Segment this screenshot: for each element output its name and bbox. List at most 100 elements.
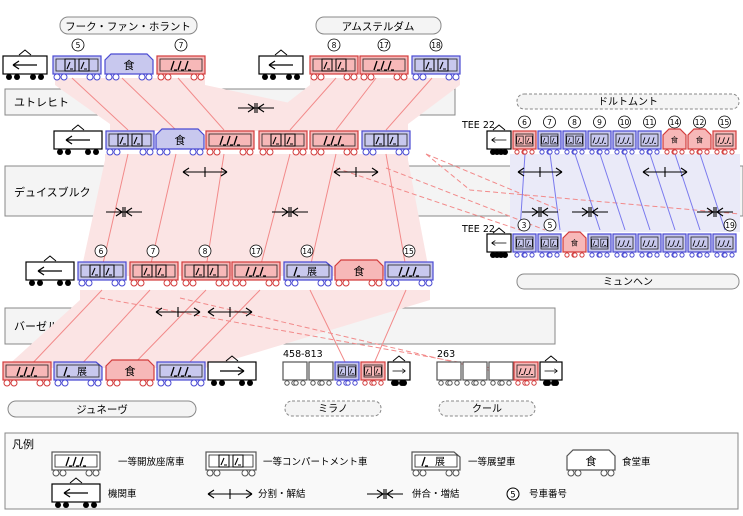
- car-milano-4: [360, 361, 386, 386]
- loco-chur: [539, 355, 563, 386]
- legend-compartment-car-label: 一等コンパートメント車: [263, 456, 368, 468]
- car-dortmund-2: [562, 130, 587, 155]
- legend-dining-car-icon: 食: [566, 449, 616, 477]
- car-number-munich-5: 5: [543, 218, 557, 232]
- car-combined-6: [361, 130, 411, 156]
- loco-dortmund: [486, 124, 512, 155]
- car-munich-8: [712, 233, 737, 258]
- car-munich-7: [687, 233, 712, 258]
- loco-combined: [53, 124, 103, 155]
- merge-marker-tee-2: [572, 207, 608, 217]
- route-band-top-right: [260, 78, 460, 131]
- car-number-basel-3: 17: [249, 244, 263, 258]
- car-dortmund-6: 食: [662, 128, 687, 155]
- split-marker-duisburg-2: [333, 167, 379, 177]
- loco-hook: [2, 49, 48, 80]
- car-basel-2: [181, 261, 231, 287]
- svg-text:6: 6: [522, 118, 527, 127]
- car-basel-4: 展: [283, 261, 333, 287]
- terminus-dortmund-label: ドルトムント: [598, 96, 658, 108]
- car-number-amsterdam-18: 18: [429, 38, 443, 52]
- car-combined-5: [309, 130, 359, 156]
- car-basel-0: [77, 261, 127, 287]
- car-basel-3: [231, 261, 281, 287]
- car-number-dortmund-6: 14: [668, 115, 681, 129]
- car-number-dortmund-0: 6: [518, 115, 531, 129]
- car-number-basel-0: 6: [94, 244, 108, 258]
- car-geneva-3: 食: [105, 359, 155, 387]
- merge-marker-utrecht: [238, 103, 274, 113]
- svg-text:8: 8: [203, 247, 208, 256]
- car-dortmund-8: [712, 130, 737, 155]
- legend-car-number-label: 号車番号: [529, 488, 567, 500]
- legend-observation-car-icon: 展: [411, 451, 461, 477]
- legend-dining-car-label: 食堂車: [622, 456, 651, 468]
- car-munich-3: [587, 233, 612, 258]
- terminus-amsterdam: [315, 16, 442, 35]
- car-geneva-1: [2, 361, 52, 387]
- svg-text:5: 5: [76, 41, 81, 50]
- legend-title: 凡例: [12, 437, 34, 451]
- svg-text:7: 7: [151, 247, 156, 256]
- terminus-amsterdam-label: アムステルダム: [342, 20, 415, 33]
- split-marker-basel-1: [155, 307, 201, 317]
- terminus-chur: [438, 400, 536, 417]
- train-263-label: 263: [437, 349, 455, 360]
- route-band-tee: [510, 154, 740, 232]
- train-458-label: 458-813: [283, 349, 323, 360]
- car-dortmund-0: [512, 130, 537, 155]
- car-number-dortmund-4: 10: [618, 115, 631, 129]
- svg-text:食: 食: [696, 136, 703, 145]
- legend-merge-label: 併合・増結: [412, 488, 460, 500]
- legend-open-car-icon: [51, 451, 101, 477]
- loco-munich: [486, 227, 512, 258]
- svg-text:8: 8: [332, 41, 337, 50]
- svg-text:17: 17: [379, 41, 389, 50]
- car-number-basel-2: 8: [198, 244, 212, 258]
- split-marker-tee-2: [642, 167, 688, 177]
- svg-text:14: 14: [302, 247, 312, 256]
- car-chur-2: [462, 361, 488, 386]
- svg-text:8: 8: [572, 118, 577, 127]
- route-band-lower: [5, 290, 430, 368]
- svg-text:9: 9: [597, 118, 602, 127]
- svg-text:11: 11: [645, 118, 655, 127]
- terminus-dortmund: [516, 93, 740, 110]
- loco-geneva: [207, 355, 257, 386]
- svg-text:食: 食: [354, 264, 365, 278]
- merge-marker-duisburg-1: [106, 207, 142, 217]
- svg-text:15: 15: [720, 118, 730, 127]
- station-utrecht-label: ユトレヒト: [14, 96, 69, 109]
- loco-milano: [387, 355, 411, 386]
- car-dortmund-3: [587, 130, 612, 155]
- car-geneva-4: [156, 361, 206, 387]
- svg-text:展: 展: [77, 366, 87, 378]
- car-number-dortmund-1: 7: [543, 115, 556, 129]
- car-basel-1: [129, 261, 179, 287]
- terminus-geneva-label: ジュネーヴ: [76, 403, 128, 416]
- svg-text:食: 食: [571, 239, 578, 248]
- tee-lower-label: TEE 22: [461, 224, 495, 235]
- car-munich-1: [537, 233, 562, 258]
- svg-text:15: 15: [404, 247, 414, 256]
- station-basel-label: バーゼル: [14, 320, 58, 333]
- car-milano-1: [282, 361, 308, 386]
- split-marker-basel-2: [207, 307, 253, 317]
- car-number-dortmund-8: 15: [718, 115, 731, 129]
- car-hook-5: [52, 55, 102, 81]
- terminus-hook-label: フーク・ファン・ホラント: [65, 21, 191, 33]
- car-hook-7: [156, 55, 206, 81]
- car-number-dortmund-7: 12: [693, 115, 706, 129]
- car-number-amsterdam-17: 17: [377, 38, 391, 52]
- svg-text:10: 10: [620, 118, 630, 127]
- legend-observation-car-label: 一等展望車: [468, 456, 516, 468]
- legend-locomotive-icon: [51, 477, 101, 508]
- car-geneva-2: 展: [53, 361, 103, 387]
- svg-text:14: 14: [670, 118, 680, 127]
- car-number-dortmund-3: 9: [593, 115, 606, 129]
- split-merge-markers: [106, 103, 733, 317]
- car-hook-dining: 食: [104, 53, 154, 81]
- terminus-munich: [516, 273, 740, 290]
